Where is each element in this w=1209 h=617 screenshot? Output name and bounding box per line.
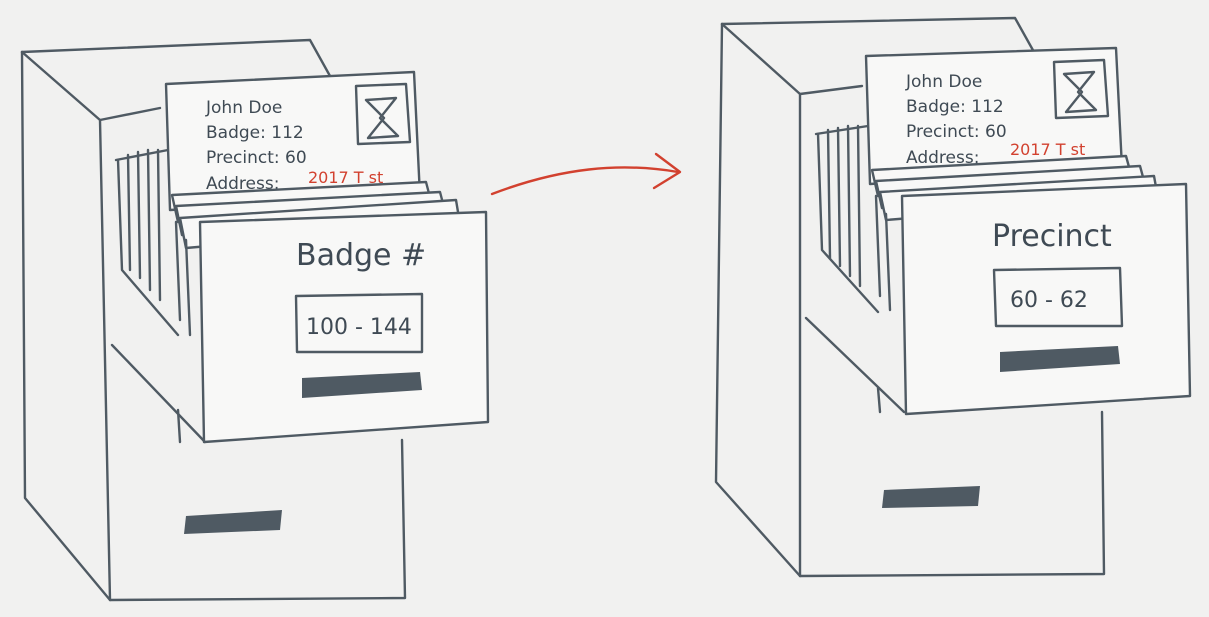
drawer-label: Badge #	[296, 238, 426, 273]
left-cabinet: John Doe Badge: 112 Precinct: 60 Address…	[20, 38, 490, 602]
card-badge: Badge: 112	[206, 123, 304, 143]
photo-frame-icon	[1052, 58, 1110, 120]
card-address-label: Address:	[906, 148, 979, 168]
right-cabinet: John Doe Badge: 112 Precinct: 60 Address…	[714, 16, 1192, 578]
range-label-box	[992, 266, 1124, 328]
card-precinct: Precinct: 60	[906, 122, 1007, 142]
right-drawer-front: Precinct 60 - 62	[900, 182, 1192, 416]
card-address-label: Address:	[206, 174, 279, 194]
hourglass-icon	[364, 96, 400, 140]
card-precinct: Precinct: 60	[206, 148, 307, 168]
left-drawer-front: Badge # 100 - 144	[198, 210, 490, 444]
drawer-range: 100 - 144	[306, 315, 412, 340]
right-record-card: John Doe Badge: 112 Precinct: 60 Address…	[864, 46, 1124, 186]
left-record-card: John Doe Badge: 112 Precinct: 60 Address…	[164, 70, 422, 212]
card-address-value: 2017 T st	[308, 168, 383, 187]
drawer-range: 60 - 62	[1010, 288, 1088, 313]
range-label-box	[294, 292, 424, 354]
lower-drawer-handle	[184, 510, 282, 534]
arrow-head-icon	[652, 152, 682, 190]
card-name: John Doe	[905, 72, 982, 92]
drawer-handle	[1000, 346, 1120, 372]
hourglass-icon	[1062, 70, 1098, 114]
card-address-value: 2017 T st	[1010, 140, 1085, 159]
photo-frame-icon	[354, 82, 412, 146]
transform-arrow	[490, 152, 682, 196]
drawer-label: Precinct	[992, 219, 1112, 254]
card-badge: Badge: 112	[906, 97, 1004, 117]
lower-drawer-handle	[882, 486, 980, 508]
drawer-handle	[302, 372, 422, 398]
card-name: John Doe	[205, 98, 282, 118]
